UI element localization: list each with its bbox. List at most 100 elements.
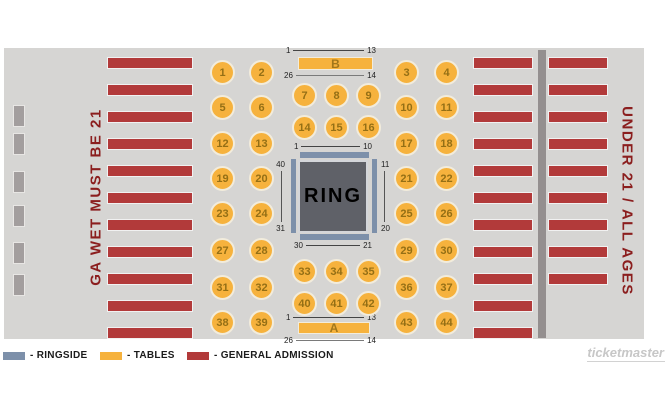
ga-row-right-inner[interactable]: [473, 57, 533, 69]
table-8[interactable]: 8: [324, 83, 349, 108]
ga-row-left[interactable]: [107, 327, 193, 339]
ga-row-left[interactable]: [107, 246, 193, 258]
tick-label: 11: [381, 160, 390, 169]
table-38[interactable]: 38: [210, 310, 235, 335]
table-12[interactable]: 12: [210, 131, 235, 156]
ga-row-left[interactable]: [107, 219, 193, 231]
legend-swatch-general-admission: [187, 351, 209, 360]
legend-label: - RINGSIDE: [30, 350, 88, 361]
ticketmaster-logo[interactable]: ticketmaster: [587, 345, 665, 362]
table-44[interactable]: 44: [434, 310, 459, 335]
table-1[interactable]: 1: [210, 60, 235, 85]
table-18[interactable]: 18: [434, 131, 459, 156]
ga-row-right-inner[interactable]: [473, 138, 533, 150]
table-19[interactable]: 19: [210, 166, 235, 191]
table-11[interactable]: 11: [434, 95, 459, 120]
tick-line: [281, 171, 282, 222]
ringside-strip-bottom[interactable]: [300, 234, 369, 240]
section-a[interactable]: A: [298, 321, 370, 335]
ga-row-right-inner[interactable]: [473, 111, 533, 123]
table-35[interactable]: 35: [356, 259, 381, 284]
table-37[interactable]: 37: [434, 275, 459, 300]
ga-row-right-outer[interactable]: [548, 57, 608, 69]
table-31[interactable]: 31: [210, 275, 235, 300]
table-23[interactable]: 23: [210, 201, 235, 226]
table-36[interactable]: 36: [394, 275, 419, 300]
table-9[interactable]: 9: [356, 83, 381, 108]
ga-row-right-outer[interactable]: [548, 246, 608, 258]
ga-row-right-inner[interactable]: [473, 165, 533, 177]
standing-block: [13, 205, 25, 227]
legend-label: - TABLES: [127, 350, 175, 361]
ga-row-right-outer[interactable]: [548, 138, 608, 150]
table-4[interactable]: 4: [434, 60, 459, 85]
table-29[interactable]: 29: [394, 238, 419, 263]
table-26[interactable]: 26: [434, 201, 459, 226]
ga-row-right-outer[interactable]: [548, 165, 608, 177]
age-divider-wall: [538, 50, 546, 338]
table-28[interactable]: 28: [249, 238, 274, 263]
table-40[interactable]: 40: [292, 291, 317, 316]
table-24[interactable]: 24: [249, 201, 274, 226]
ringside-strip-right[interactable]: [372, 159, 377, 233]
ga-row-left[interactable]: [107, 165, 193, 177]
ga-row-right-outer[interactable]: [548, 111, 608, 123]
tick-line: [293, 316, 365, 318]
tick-line: [293, 49, 365, 51]
ringside-strip-top[interactable]: [300, 152, 369, 158]
tick-label: 30: [294, 240, 303, 250]
ga-row-left[interactable]: [107, 138, 193, 150]
table-21[interactable]: 21: [394, 166, 419, 191]
table-27[interactable]: 27: [210, 238, 235, 263]
table-32[interactable]: 32: [249, 275, 274, 300]
ga-row-right-inner[interactable]: [473, 219, 533, 231]
ga-row-left[interactable]: [107, 57, 193, 69]
ga-row-right-inner[interactable]: [473, 192, 533, 204]
ga-row-left[interactable]: [107, 192, 193, 204]
tick-label: 13: [367, 45, 376, 55]
table-22[interactable]: 22: [434, 166, 459, 191]
ga-row-right-inner[interactable]: [473, 273, 533, 285]
table-43[interactable]: 43: [394, 310, 419, 335]
table-10[interactable]: 10: [394, 95, 419, 120]
ga-row-right-outer[interactable]: [548, 84, 608, 96]
ga-row-right-outer[interactable]: [548, 192, 608, 204]
tick-line: [295, 339, 365, 341]
ga-row-right-inner[interactable]: [473, 327, 533, 339]
table-13[interactable]: 13: [249, 131, 274, 156]
tick-label: 26: [284, 335, 293, 345]
ga-row-left[interactable]: [107, 84, 193, 96]
table-16[interactable]: 16: [356, 115, 381, 140]
table-39[interactable]: 39: [249, 310, 274, 335]
ga-row-left[interactable]: [107, 111, 193, 123]
ga-row-right-outer[interactable]: [548, 273, 608, 285]
table-42[interactable]: 42: [356, 291, 381, 316]
section-b[interactable]: B: [298, 57, 373, 71]
table-34[interactable]: 34: [324, 259, 349, 284]
ringside-strip-left[interactable]: [291, 159, 296, 233]
table-30[interactable]: 30: [434, 238, 459, 263]
table-5[interactable]: 5: [210, 95, 235, 120]
table-14[interactable]: 14: [292, 115, 317, 140]
ga-row-right-inner[interactable]: [473, 300, 533, 312]
ga-row-left[interactable]: [107, 273, 193, 285]
table-41[interactable]: 41: [324, 291, 349, 316]
table-20[interactable]: 20: [249, 166, 274, 191]
table-7[interactable]: 7: [292, 83, 317, 108]
ga-row-left[interactable]: [107, 300, 193, 312]
legend-item-general-admission: - GENERAL ADMISSION: [187, 351, 334, 361]
table-6[interactable]: 6: [249, 95, 274, 120]
ga-row-right-outer[interactable]: [548, 219, 608, 231]
ga-row-right-inner[interactable]: [473, 246, 533, 258]
table-2[interactable]: 2: [249, 60, 274, 85]
ga-row-right-inner[interactable]: [473, 84, 533, 96]
tick-label: 1: [294, 141, 299, 151]
table-15[interactable]: 15: [324, 115, 349, 140]
table-17[interactable]: 17: [394, 131, 419, 156]
table-33[interactable]: 33: [292, 259, 317, 284]
table-3[interactable]: 3: [394, 60, 419, 85]
table-25[interactable]: 25: [394, 201, 419, 226]
